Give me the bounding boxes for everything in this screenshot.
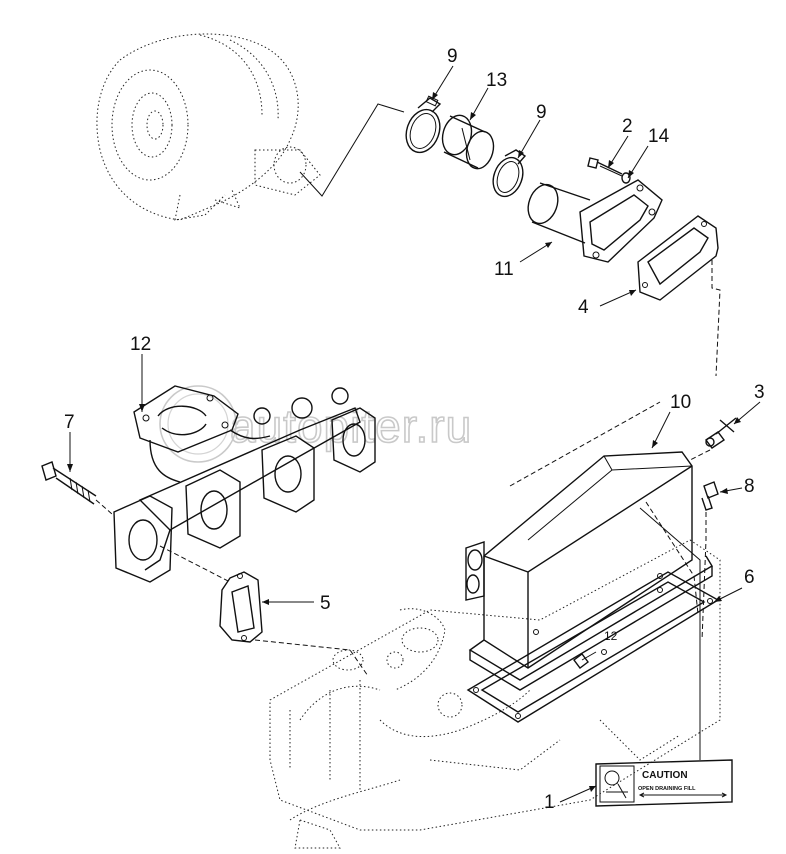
hose-sleeve [441, 114, 495, 170]
bolt-12-small [573, 651, 597, 669]
exhaust-adapter [527, 179, 663, 263]
callout-2: 2 [622, 116, 633, 137]
callout-leaders [67, 65, 761, 803]
callout-12-small: 12 [604, 629, 618, 643]
washer-14 [621, 172, 631, 184]
callout-5: 5 [320, 593, 331, 614]
callout-11: 11 [494, 259, 514, 280]
bolt-2 [587, 157, 623, 177]
callout-9-left: 9 [447, 46, 458, 67]
caution-subtitle: OPEN DRAINING FILL [638, 786, 696, 792]
callout-12: 12 [130, 334, 151, 355]
cylinder-head-outline [269, 539, 721, 849]
intake-plenum [465, 451, 713, 691]
plug-8 [701, 481, 719, 511]
exhaust-manifold [113, 385, 376, 583]
callout-13: 13 [486, 70, 507, 91]
hose-clamp-right [492, 149, 527, 198]
sensor-3 [704, 417, 737, 449]
gasket-5 [219, 571, 263, 643]
callout-8: 8 [744, 476, 755, 497]
bolt-7 [41, 461, 97, 505]
callout-6: 6 [744, 567, 755, 588]
callout-4: 4 [578, 297, 589, 318]
callout-9-right: 9 [536, 102, 547, 123]
turbocharger-outline [96, 33, 321, 221]
gasket-4 [637, 215, 719, 301]
callout-1: 1 [544, 792, 555, 813]
hose-clamp-left [405, 95, 442, 154]
caution-label: CAUTION OPEN DRAINING FILL [595, 759, 733, 807]
callout-10: 10 [670, 392, 691, 413]
callout-3: 3 [754, 382, 765, 403]
callout-14: 14 [648, 126, 670, 147]
caution-title: CAUTION [642, 770, 688, 781]
callout-7: 7 [64, 412, 75, 433]
